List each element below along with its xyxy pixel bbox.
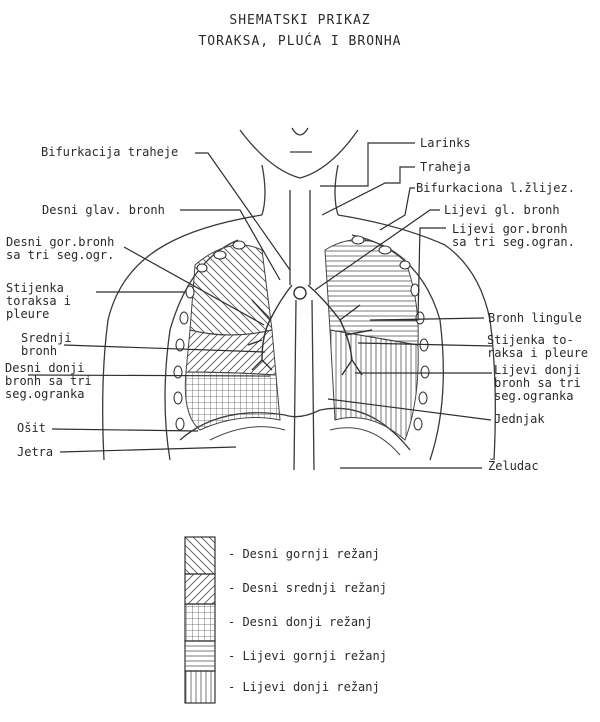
esophagus: [294, 300, 314, 470]
label-larinks: Larinks: [420, 137, 471, 150]
legend-lijevi-gornji: - Lijevi gornji režanj: [228, 649, 387, 663]
left-lung-lower: [330, 330, 418, 440]
label-stijenka-toraksa-desno: Stijenka toraksa i pleure: [6, 282, 71, 321]
jaw-outline: [240, 130, 358, 178]
legend-desni-srednji: - Desni srednji režanj: [228, 581, 387, 595]
label-zeludac: Želudac: [488, 460, 539, 473]
stomach-outline: [330, 428, 400, 455]
label-traheja: Traheja: [420, 161, 471, 174]
liver-outline: [210, 427, 285, 440]
label-lijevi-donji-bronh: Lijevi donji bronh sa tri seg.ogranka: [494, 364, 581, 403]
trachea: [290, 190, 310, 285]
label-desni-donji-bronh: Desni donji bronh sa tri seg.ogranka: [5, 362, 92, 401]
label-lijevi-gl-bronh: Lijevi gl. bronh: [444, 204, 560, 217]
legend-swatches: [185, 537, 215, 703]
legend-desni-gornji: - Desni gornji režanj: [228, 547, 380, 561]
label-srednji-bronh: Srednji bronh: [21, 332, 72, 358]
label-lijevi-gor-bronh: Lijevi gor.bronh sa tri seg.ogran.: [452, 223, 575, 249]
label-jednjak: Jednjak: [494, 413, 545, 426]
left-lung-upper: [325, 240, 418, 345]
label-bifurkaciona-zlijezda: Bifurkaciona l.žlijez.: [416, 182, 575, 195]
neck-left: [262, 165, 265, 215]
label-jetra: Jetra: [17, 446, 53, 459]
label-stijenka-toraksa-lijevo: Stijenka to- raksa i pleure: [487, 334, 588, 360]
label-desni-gor-bronh: Desni gor.bronh sa tri seg.ogr.: [6, 236, 114, 262]
legend-desni-donji: - Desni donji režanj: [228, 615, 373, 629]
label-osit: Ošit: [17, 422, 46, 435]
legend-lijevi-donji: - Lijevi donji režanj: [228, 680, 380, 694]
label-bifurkacija-traheje: Bifurkacija traheje: [41, 146, 178, 159]
label-desni-glav-bronh: Desni glav. bronh: [42, 204, 165, 217]
label-bronh-lingule: Bronh lingule: [488, 312, 582, 325]
right-lung-lower: [185, 372, 280, 430]
nose: [292, 128, 308, 135]
